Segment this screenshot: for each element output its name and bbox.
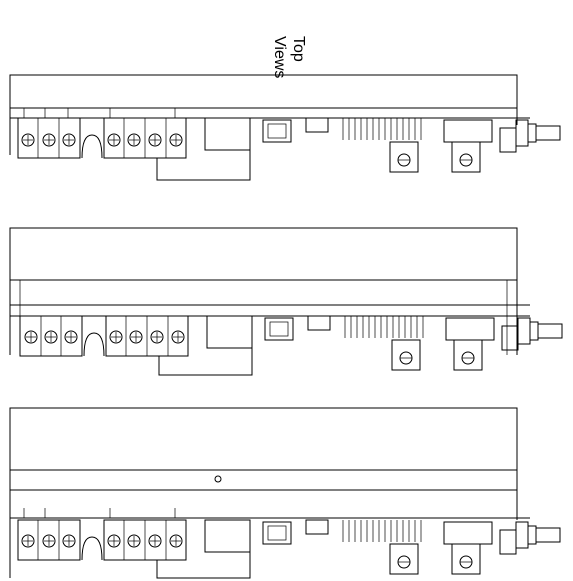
terminal-screw-group-1 — [21, 133, 76, 147]
terminal-screw-group-4 — [109, 330, 185, 344]
terminal-screw-group-2 — [107, 133, 183, 147]
top-view-2 — [9, 227, 563, 376]
top-view-1 — [9, 74, 561, 181]
caption-line-2: Views — [271, 36, 288, 78]
terminal-screw-group-6 — [107, 534, 183, 548]
views-caption: Top Views — [271, 36, 307, 78]
terminal-screw-group-5 — [21, 534, 76, 548]
mounting-hole — [214, 475, 222, 483]
top-view-3 — [9, 407, 561, 579]
caption-line-1: Top — [290, 36, 307, 62]
terminal-screw-group-3 — [24, 330, 78, 344]
